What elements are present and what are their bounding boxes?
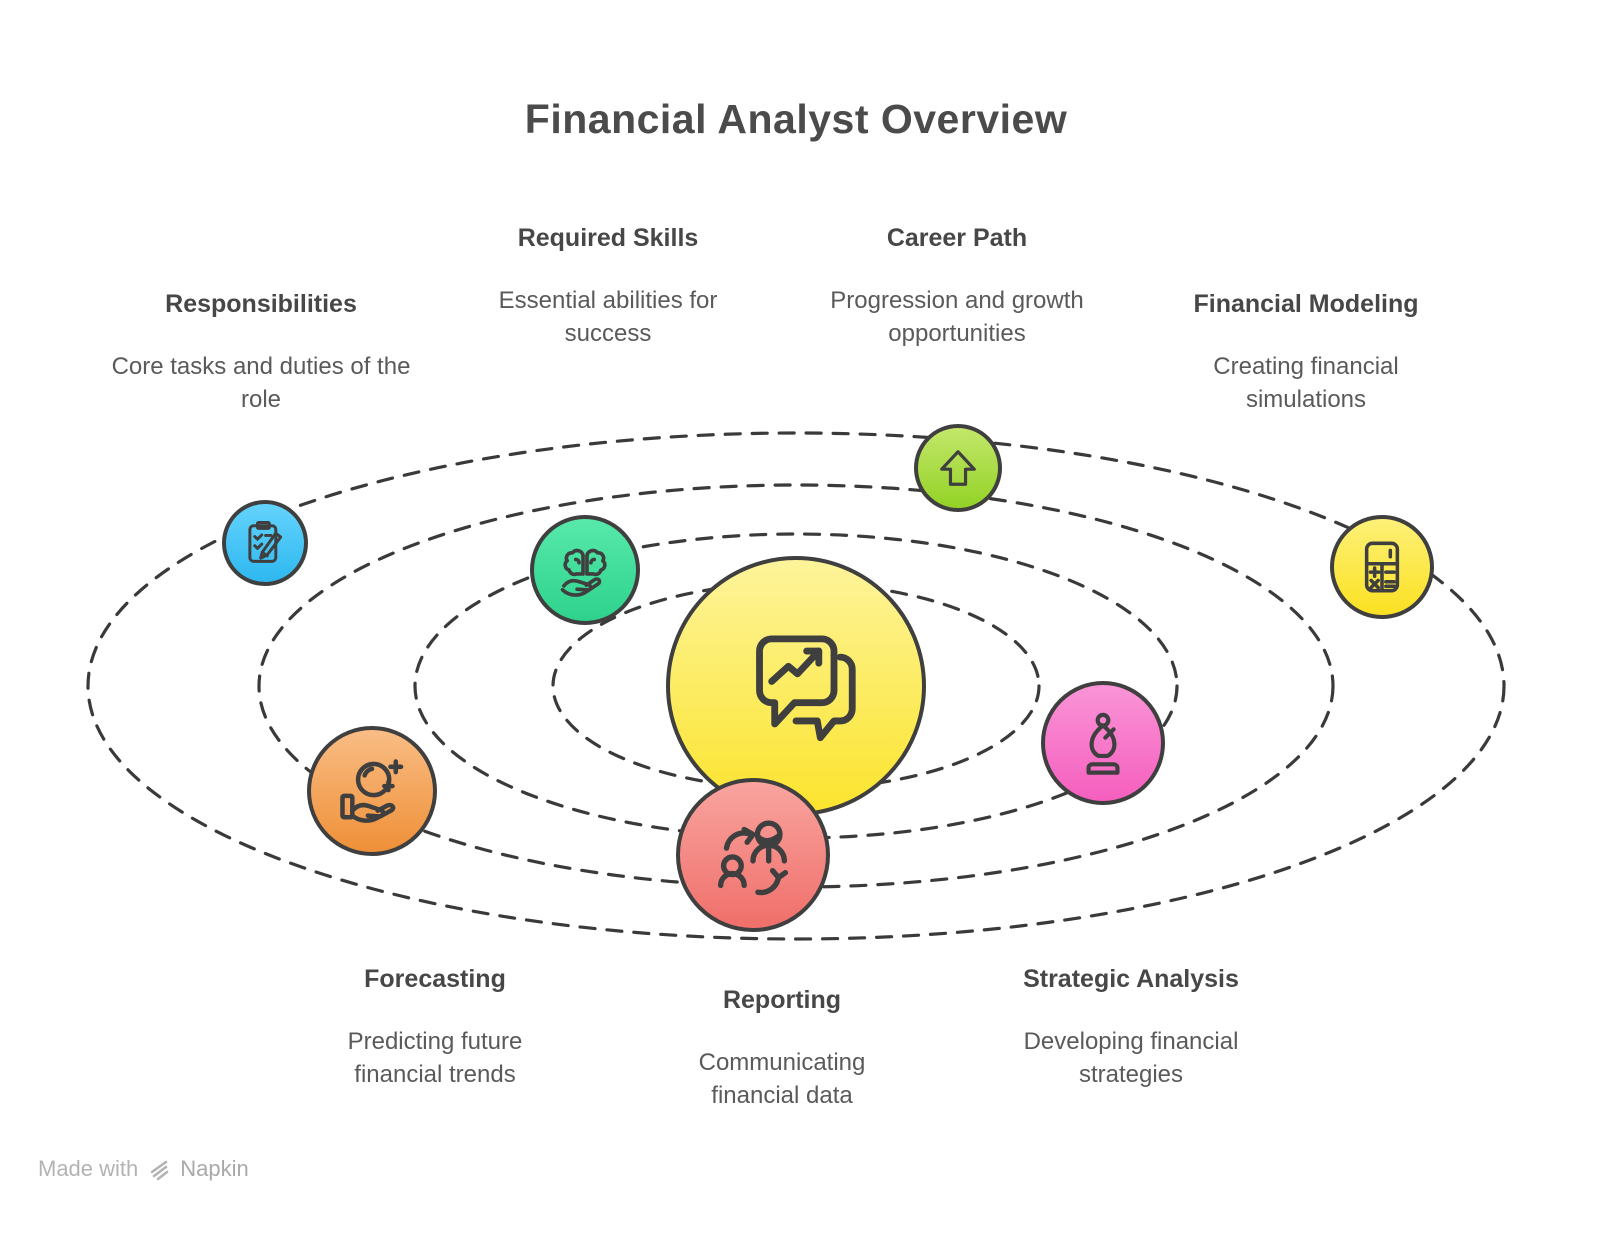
- page-title: Financial Analyst Overview: [524, 96, 1068, 142]
- financial-modeling-description: Creating financial simulations: [1213, 353, 1399, 413]
- responsibilities-description: Core tasks and duties of the role: [111, 353, 411, 413]
- people-exchange-icon: [717, 820, 789, 896]
- strategic-analysis-label: Strategic Analysis Developing financial …: [996, 965, 1266, 1091]
- required-skills-label: Required Skills Essential abilities for …: [473, 224, 743, 350]
- required-skills-node-circle: [530, 515, 640, 625]
- brain-hand-icon: [560, 548, 607, 597]
- career-path-node-circle: [914, 424, 1002, 512]
- strategic-analysis-node-circle: [1041, 681, 1165, 805]
- strategic-analysis-heading: Strategic Analysis: [1023, 965, 1239, 993]
- made-with-napkin-link[interactable]: Made with Napkin: [38, 1156, 249, 1182]
- strategic-analysis-description: Developing financial strategies: [1023, 1028, 1239, 1088]
- forecasting-node-circle: [307, 726, 437, 856]
- responsibilities-heading: Responsibilities: [165, 290, 357, 318]
- career-path-heading: Career Path: [886, 224, 1028, 252]
- financial-modeling-heading: Financial Modeling: [1193, 290, 1419, 318]
- career-path-description: Progression and growth opportunities: [830, 287, 1084, 347]
- arrow-up-icon: [940, 450, 976, 486]
- required-skills-description: Essential abilities for success: [498, 287, 718, 347]
- forecasting-description: Predicting future financial trends: [347, 1028, 523, 1088]
- career-path-label: Career Path Progression and growth oppor…: [797, 224, 1117, 350]
- reporting-description: Communicating financial data: [698, 1049, 866, 1109]
- responsibilities-node-circle: [222, 500, 308, 586]
- napkin-brand-text: Napkin: [180, 1156, 249, 1181]
- responsibilities-label: Responsibilities Core tasks and duties o…: [96, 290, 426, 416]
- financial-modeling-node-circle: [1330, 515, 1434, 619]
- reporting-node-circle: [676, 778, 830, 932]
- reporting-label: Reporting Communicating financial data: [667, 986, 897, 1112]
- calculator-icon: [1364, 541, 1400, 593]
- napkin-logo-icon: [150, 1160, 169, 1181]
- made-with-text: Made with: [38, 1156, 139, 1181]
- reporting-heading: Reporting: [722, 986, 842, 1014]
- crystal-ball-hand-icon: [340, 759, 404, 823]
- center-node-circle: [666, 556, 926, 816]
- orbit-ring-outer: [86, 431, 1506, 941]
- chat-trend-icon: [756, 635, 856, 742]
- required-skills-heading: Required Skills: [517, 224, 699, 252]
- financial-modeling-label: Financial Modeling Creating financial si…: [1186, 290, 1426, 416]
- forecasting-heading: Forecasting: [364, 965, 506, 993]
- chess-bishop-icon: [1086, 712, 1120, 775]
- forecasting-label: Forecasting Predicting future financial …: [320, 965, 550, 1091]
- clipboard-pencil-icon: [248, 520, 283, 563]
